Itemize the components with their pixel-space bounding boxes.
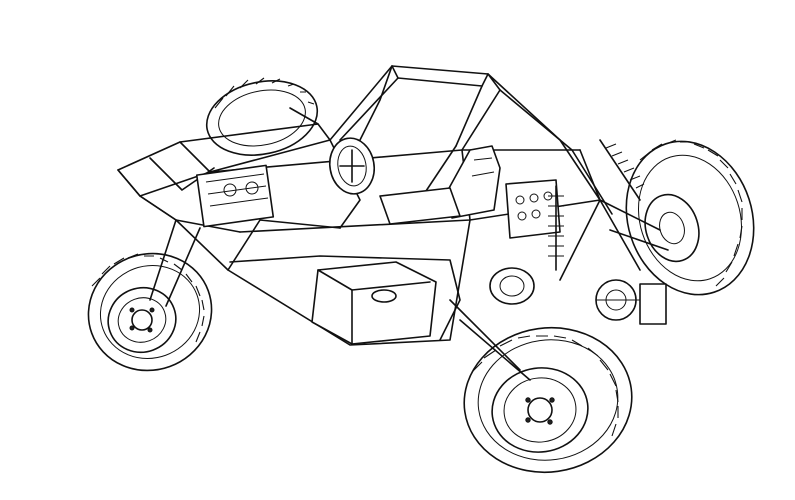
mid-shock-absorber — [548, 185, 564, 271]
rear-shock-absorber — [599, 139, 645, 201]
rear-sprocket — [595, 279, 667, 325]
seat — [379, 145, 501, 225]
rear-engine — [489, 179, 561, 305]
rear-left-wheel — [205, 77, 319, 156]
steering-wheel — [328, 137, 376, 195]
front-suspension — [139, 195, 201, 307]
rear-suspension — [289, 107, 669, 251]
front-right-suspension — [449, 299, 531, 381]
front-left-wheel — [87, 252, 213, 372]
front-right-wheel — [463, 326, 633, 474]
rear-right-wheel — [625, 139, 755, 296]
fuel-tank — [311, 261, 437, 345]
engine — [195, 164, 275, 228]
